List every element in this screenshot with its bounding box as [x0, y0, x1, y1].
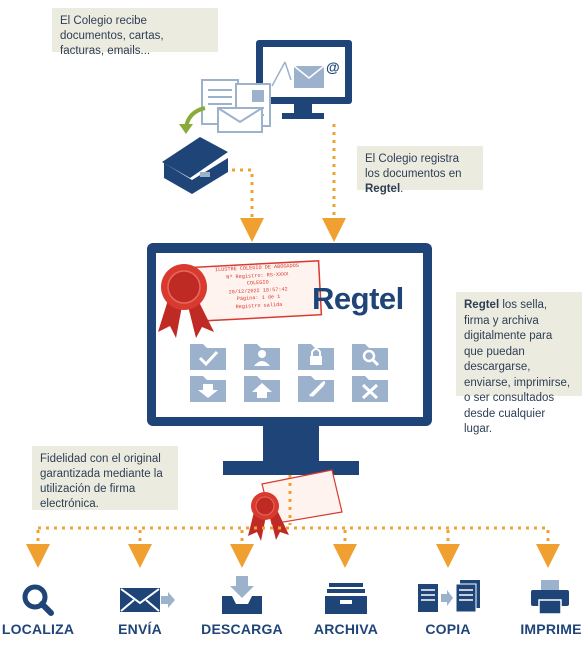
- stamp-text: ILUSTRE COLEGIO DE ABOGADOS Nº Registro:…: [197, 262, 319, 313]
- note-left-text: Fidelidad con el original garantizada me…: [40, 453, 163, 510]
- folder-search-icon: [352, 344, 388, 370]
- archive-box-icon: [325, 583, 367, 614]
- search-icon: [22, 584, 54, 616]
- document-stack: [201, 79, 271, 133]
- label-descarga: DESCARGA: [201, 621, 283, 637]
- wax-seal-icon: [158, 264, 214, 338]
- note-receives-documents: El Colegio recibe documentos, cartas, fa…: [52, 8, 218, 57]
- folder-user-icon: [244, 344, 280, 370]
- email-monitor: @: [256, 40, 352, 119]
- label-copia: COPIA: [425, 621, 471, 637]
- folder-lock-icon: [298, 344, 334, 370]
- note-right-brand: Regtel: [464, 299, 500, 311]
- scanner-icon: [162, 137, 228, 194]
- note-mid-pre: El Colegio registra los documentos en: [365, 153, 462, 180]
- svg-text:@: @: [326, 59, 340, 75]
- folder-tools-icon: [352, 376, 388, 402]
- note-regtel-features: Regtel los sella, firma y archiva digita…: [456, 292, 582, 435]
- note-mid-brand: Regtel: [365, 183, 401, 195]
- label-envia: ENVÍA: [118, 621, 162, 637]
- regtel-brand-title: Regtel: [312, 281, 404, 316]
- folder-download-icon: [190, 376, 226, 402]
- note-top-text: El Colegio recibe documentos, cartas, fa…: [60, 15, 164, 57]
- copy-documents-icon: [418, 580, 480, 613]
- note-right-text: los sella, firma y archiva digitalmente …: [464, 299, 571, 435]
- folder-grid: [190, 344, 388, 402]
- distribution-lines: [26, 475, 560, 568]
- envelope-send-icon: [120, 588, 175, 612]
- printer-icon: [531, 580, 569, 615]
- folder-attachment-icon: [298, 376, 334, 402]
- folder-check-icon: [190, 344, 226, 370]
- label-archiva: ARCHIVA: [313, 621, 379, 637]
- note-registers-documents: El Colegio registra los documentos en Re…: [357, 146, 483, 195]
- note-mid-post: .: [400, 183, 404, 195]
- label-localiza: LOCALIZA: [1, 621, 75, 637]
- label-imprime: IMPRIME: [520, 621, 582, 637]
- signature-stamp: [248, 469, 343, 541]
- folder-upload-icon: [244, 376, 280, 402]
- note-electronic-signature: Fidelidad con el original garantizada me…: [32, 446, 178, 510]
- download-tray-icon: [222, 576, 262, 614]
